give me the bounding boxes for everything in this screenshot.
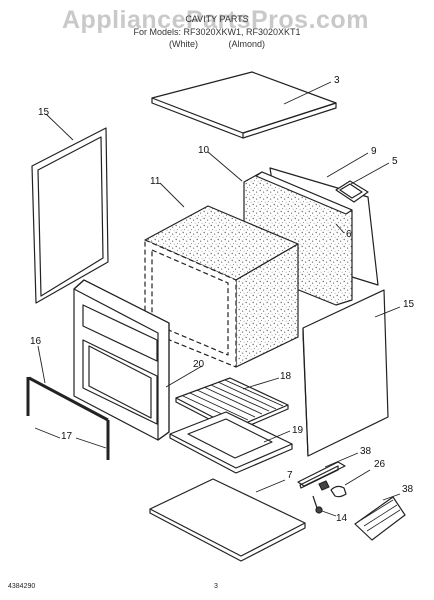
callout-5: 5	[392, 156, 398, 167]
left-side-panel-part	[31, 127, 109, 304]
callout-14: 14	[336, 513, 348, 524]
wrap-insulation-part	[144, 205, 299, 368]
callout-6: 6	[346, 229, 352, 240]
callout-3: 3	[334, 75, 340, 86]
callout-20: 20	[193, 359, 205, 370]
callout-19: 19	[292, 425, 304, 436]
diagram-title: CAVITY PARTS	[185, 14, 249, 24]
callout-15-right: 15	[403, 299, 415, 310]
right-side-panel-part	[302, 289, 389, 457]
bottom-panel-part	[149, 478, 306, 562]
watermark-text: AppliancePartsPros.com	[62, 6, 369, 34]
callout-10: 10	[198, 145, 210, 156]
models-line: For Models: RF3020XKW1, RF3020XKT1	[133, 27, 301, 37]
clip-part	[318, 480, 347, 498]
variant-a: (White)	[168, 39, 198, 49]
screw-part	[312, 495, 323, 514]
callout-38-upper: 38	[360, 446, 372, 457]
callout-38-lower: 38	[402, 484, 414, 495]
gasket-strip-part	[26, 376, 110, 460]
top-panel-part	[151, 71, 337, 139]
callout-15-left: 15	[38, 107, 50, 118]
leader-lines	[34, 81, 401, 517]
front-frame-part	[73, 279, 170, 441]
document-number: 4384290	[8, 583, 36, 590]
callout-9: 9	[371, 146, 377, 157]
variant-line: (White) (Almond)	[0, 39, 434, 49]
variant-b: (Almond)	[228, 39, 266, 49]
lower-shield-part	[354, 496, 406, 541]
callout-17: 17	[61, 431, 73, 442]
upper-bracket-part	[297, 461, 346, 489]
oven-bottom-part	[169, 411, 293, 474]
callout-7: 7	[287, 470, 293, 481]
page-number: 3	[214, 583, 218, 590]
callout-11: 11	[150, 176, 161, 187]
callout-16: 16	[30, 336, 42, 347]
bracket-part	[335, 180, 369, 203]
callout-26: 26	[374, 459, 386, 470]
callout-18: 18	[280, 371, 292, 382]
